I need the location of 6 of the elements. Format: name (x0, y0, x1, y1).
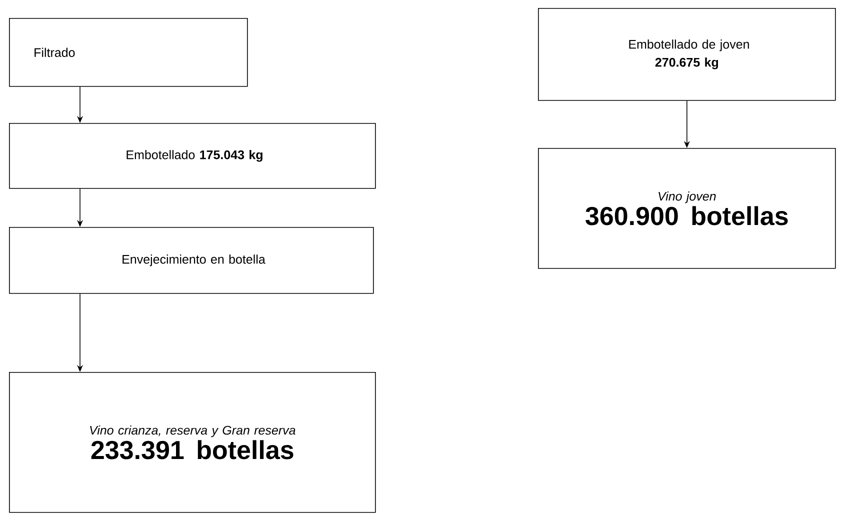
process-box: Embotellado 175.043 kg (9, 123, 376, 189)
process-box: Vino joven 360.900 botellas (538, 148, 836, 269)
process-box: Vino crianza, reserva y Gran reserva 233.391 botellas (9, 372, 376, 513)
process-box: Filtrado (9, 18, 248, 87)
process-box: Embotellado de joven 270.675 kg (538, 8, 836, 101)
process-box: Envejecimiento en botella (9, 227, 374, 294)
